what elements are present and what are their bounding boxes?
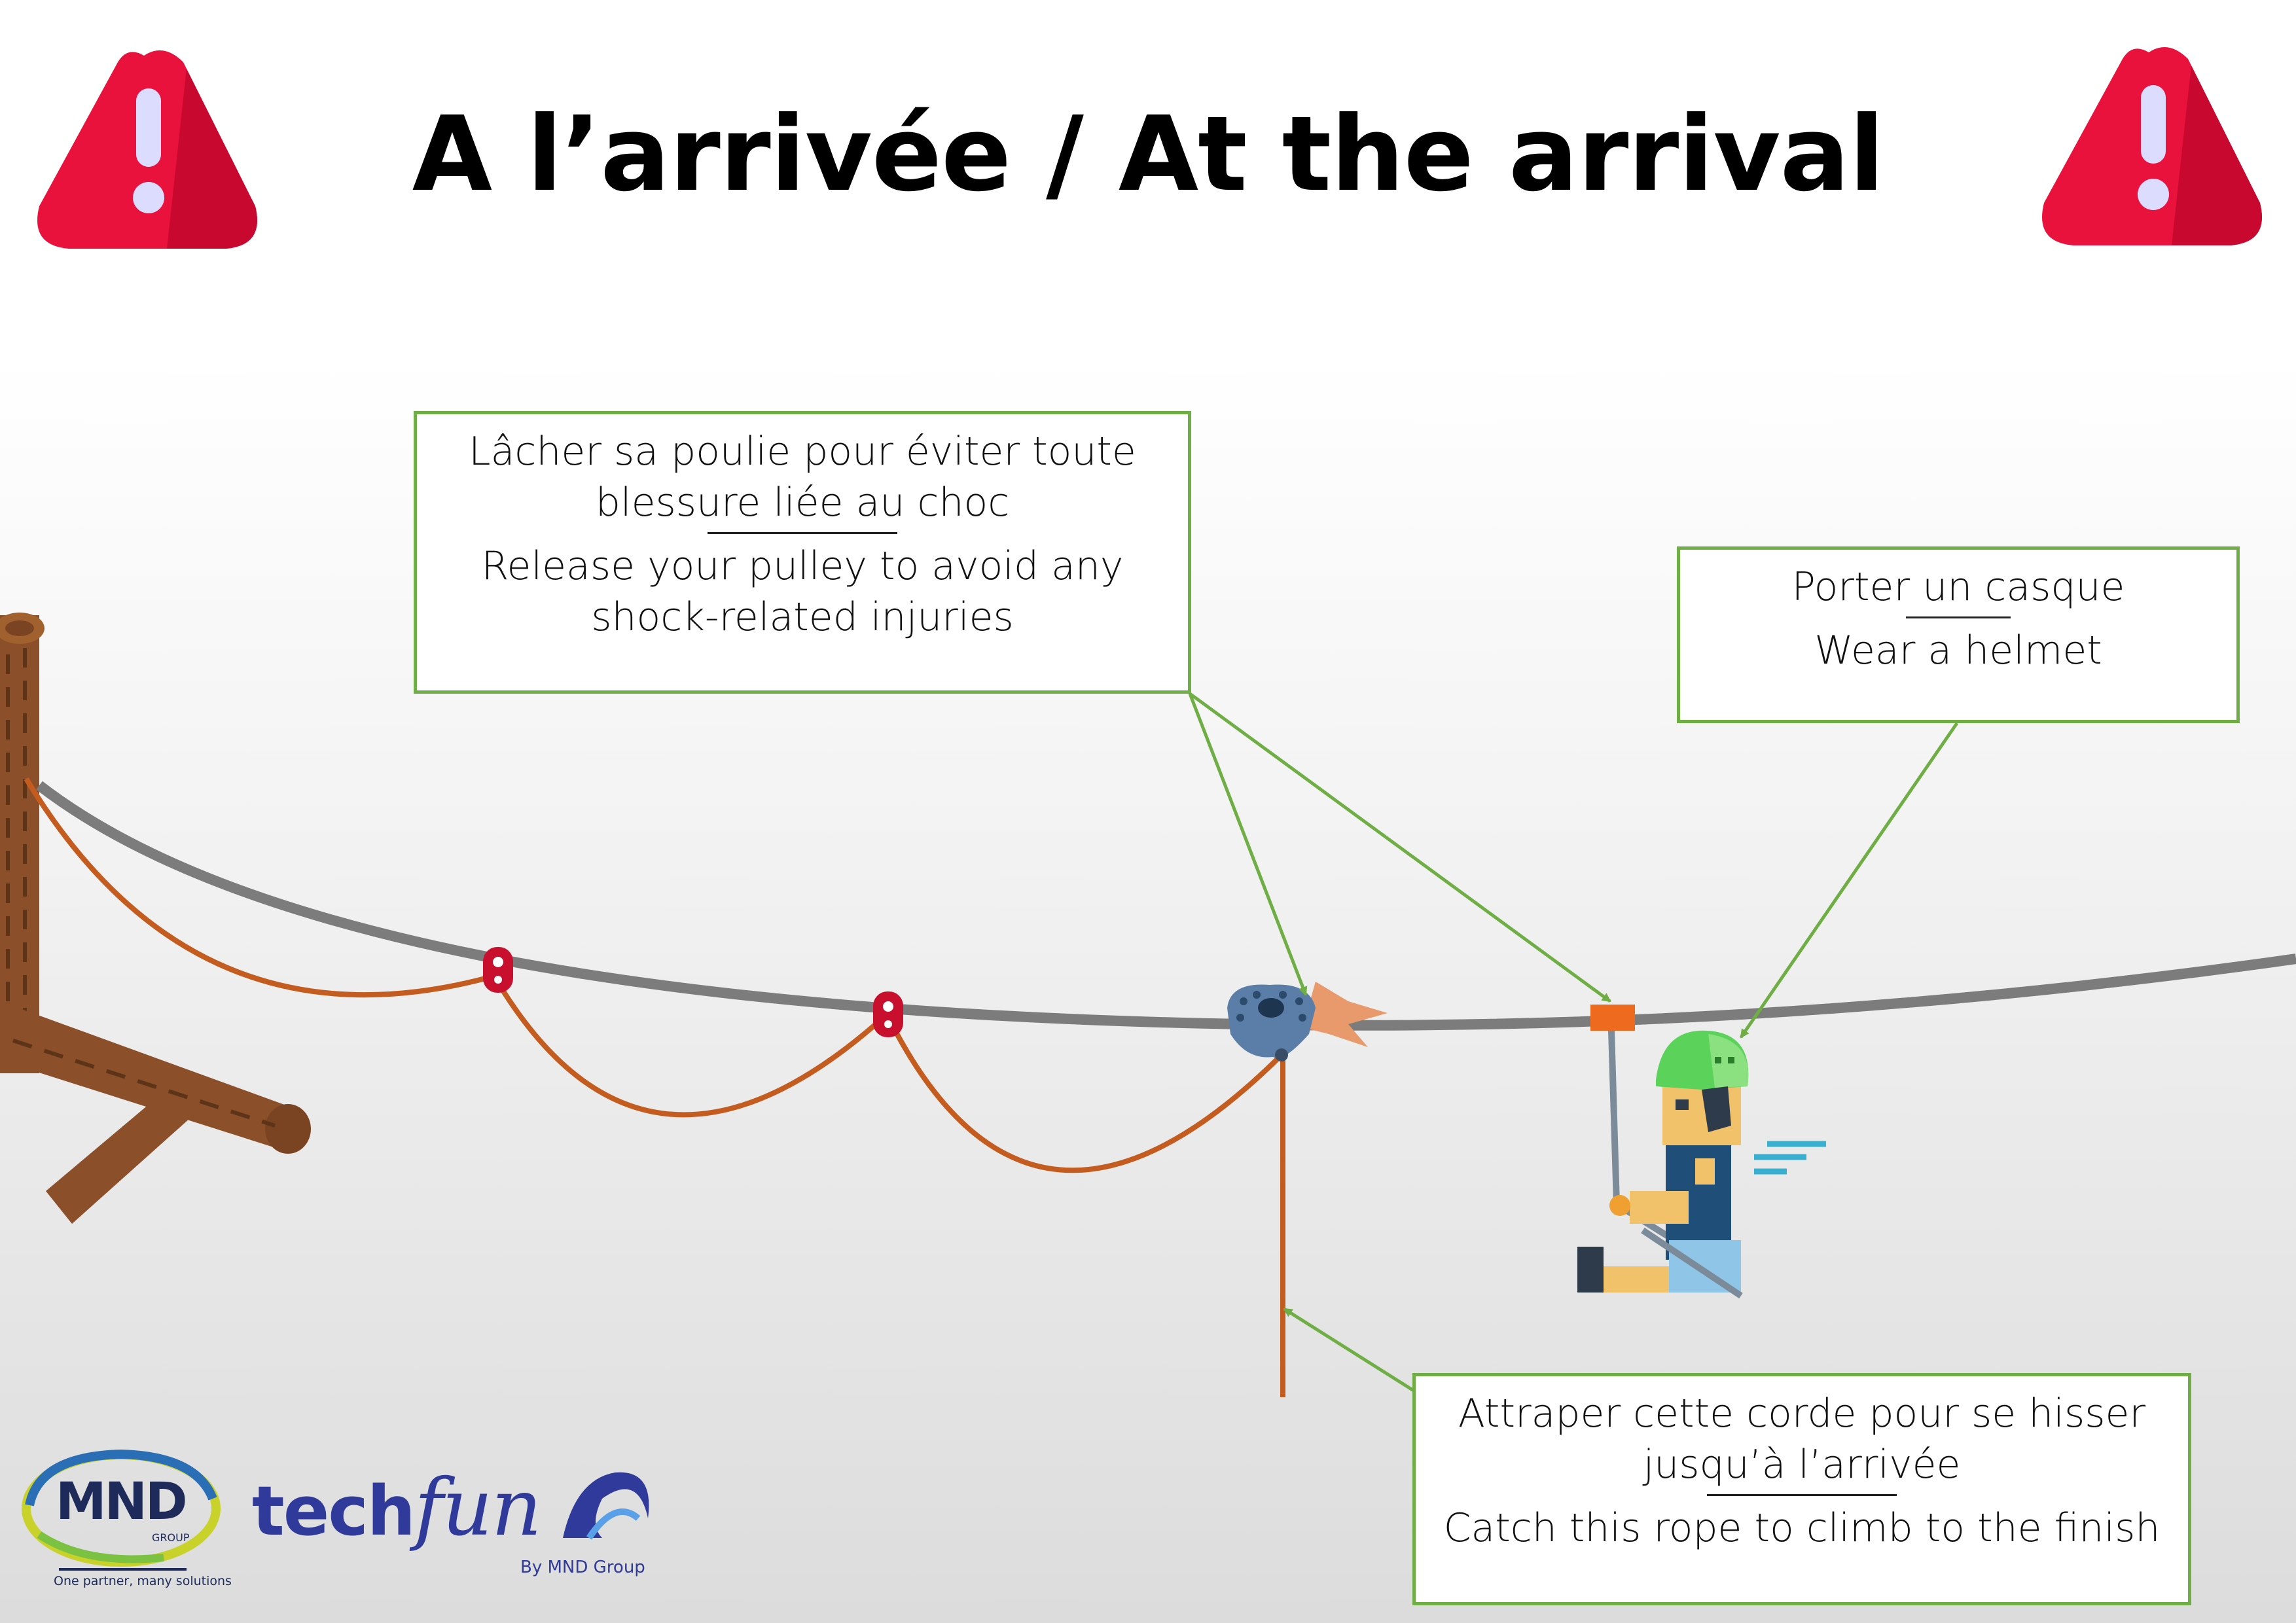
callout-rope-en: Catch this rope to climb to the finish: [1443, 1505, 2161, 1551]
callout-helmet: Porter un casque Wear a helmet: [1677, 546, 2240, 723]
callout-pulley-fr: Lâcher sa poulie pour éviter toute bless…: [469, 429, 1136, 526]
callout-rope: Attraper cette corde pour se hisser jusq…: [1412, 1373, 2191, 1605]
page-title: A l’arrivée / At the arrival: [412, 94, 1885, 215]
pointer-rope: [1283, 1307, 1415, 1393]
pointer-pulley: [1188, 693, 1308, 996]
callout-helmet-fr: Porter un casque: [1791, 564, 2125, 610]
carabiner-icon: [483, 947, 513, 993]
safety-rope-1: [24, 777, 499, 998]
callout-pulley: Lâcher sa poulie pour éviter toute bless…: [414, 411, 1191, 694]
pulley-icon: [1227, 982, 1388, 1061]
techfun-wave-icon: [563, 1472, 649, 1540]
callout-pulley-en: Release your pulley to avoid any shock-r…: [481, 543, 1124, 640]
callout-helmet-separator: [1906, 616, 2011, 618]
callout-pulley-separator: [708, 532, 897, 534]
pointer-trolley: [1189, 692, 1611, 1003]
wooden-post-icon: [0, 613, 311, 1224]
mnd-logo-text: MND: [56, 1472, 188, 1531]
mnd-tagline: One partner, many solutions: [54, 1574, 232, 1588]
callout-rope-separator: [1707, 1494, 1897, 1496]
safety-rope-2: [495, 980, 889, 1118]
carabiner-icon: [873, 991, 903, 1037]
rider-icon: [1577, 1005, 1826, 1299]
techfun-logo-fun: fun: [414, 1463, 542, 1554]
techfun-byline: By MND Group: [520, 1558, 645, 1577]
callout-rope-fr: Attraper cette corde pour se hisser jusq…: [1458, 1391, 2146, 1488]
techfun-logo-tech: tech: [252, 1471, 416, 1551]
mnd-logo-sub: GROUP: [152, 1531, 190, 1544]
warning-icon: [2042, 47, 2262, 245]
techfun-logo: techfun: [252, 1463, 542, 1554]
zipline-cable: [36, 781, 2296, 1031]
warning-icon: [37, 50, 257, 249]
safety-rope-3: [888, 1020, 1285, 1173]
mnd-logo: [22, 1449, 221, 1571]
pointer-helmet: [1739, 722, 1959, 1039]
callout-helmet-en: Wear a helmet: [1814, 628, 2102, 673]
